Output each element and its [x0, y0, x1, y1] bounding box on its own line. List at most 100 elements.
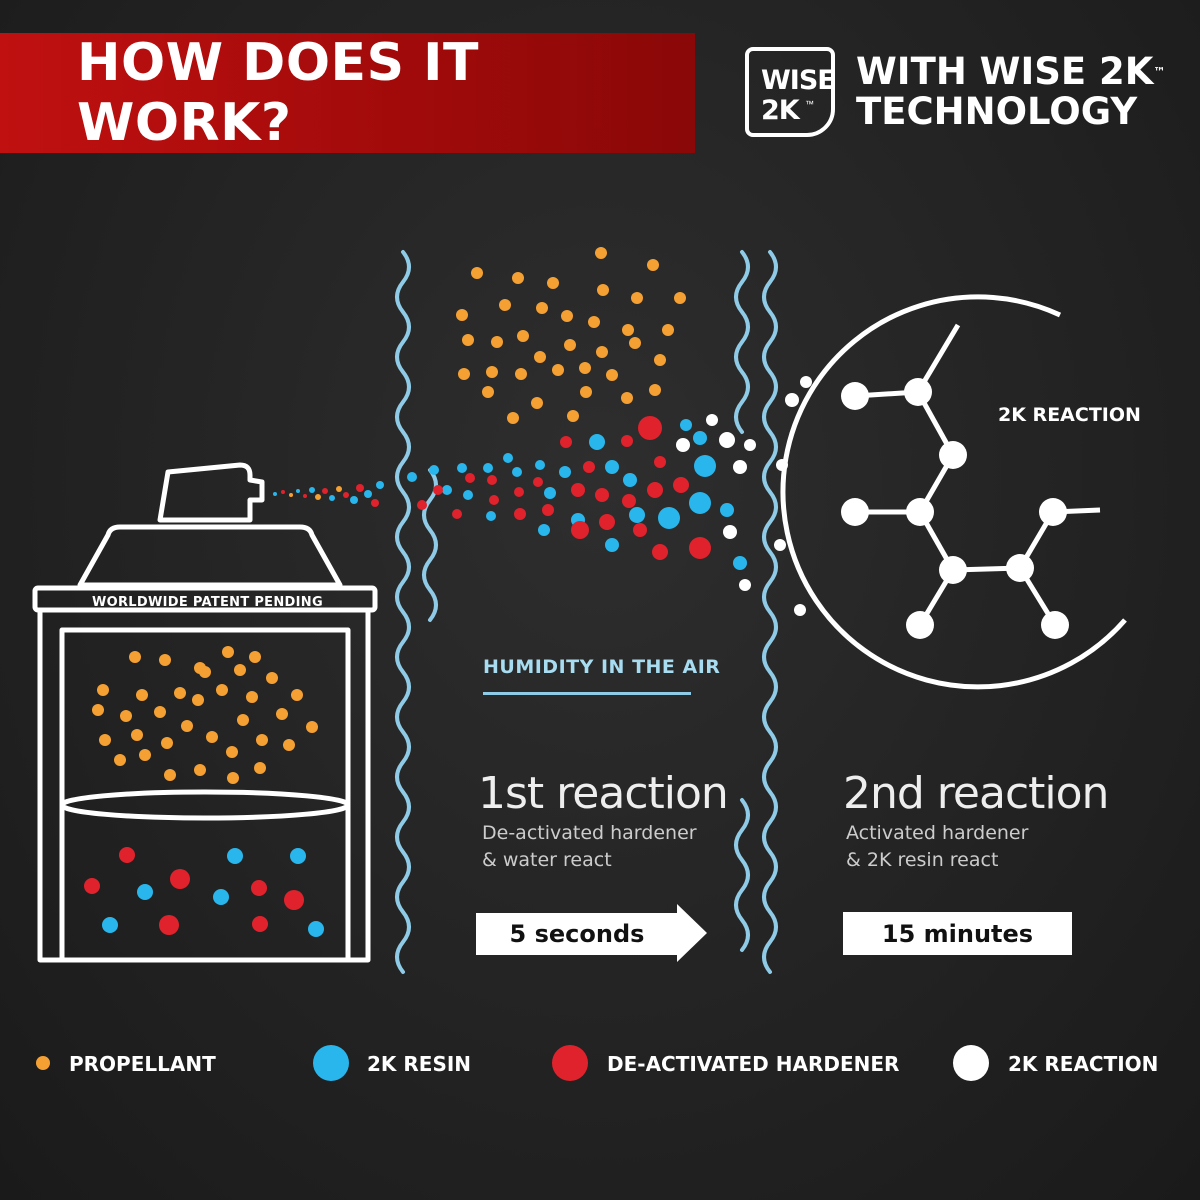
particle [139, 749, 151, 761]
particle [482, 386, 494, 398]
particle [606, 369, 618, 381]
particle [676, 438, 690, 452]
legend-hardener-swatch [552, 1045, 588, 1081]
particle [465, 473, 475, 483]
particle [652, 544, 668, 560]
title-banner: HOW DOES IT WORK? [0, 33, 695, 153]
second-reaction-desc-line-1: Activated hardener [846, 822, 1029, 844]
particle [514, 487, 524, 497]
particle [290, 848, 306, 864]
particle [536, 302, 548, 314]
particle [131, 729, 143, 741]
particle [486, 511, 496, 521]
particle [535, 460, 545, 470]
particle [622, 324, 634, 336]
particle [487, 475, 497, 485]
molecule-atoms [841, 378, 1069, 639]
arrow-right-icon [677, 904, 707, 962]
particle [343, 492, 349, 498]
legend-propellant-swatch [36, 1056, 50, 1070]
particle-field [84, 247, 812, 937]
particle [315, 494, 321, 500]
particle [621, 435, 633, 447]
particle [291, 689, 303, 701]
page-title: HOW DOES IT WORK? [77, 33, 479, 153]
particle [283, 739, 295, 751]
particle [631, 292, 643, 304]
particle [597, 284, 609, 296]
second-reaction-title: 2nd reaction [843, 768, 1109, 819]
particle [226, 746, 238, 758]
particle [120, 710, 132, 722]
technology-heading: WITH WISE 2K™ TECHNOLOGY [856, 52, 1165, 132]
particle [227, 772, 239, 784]
particle [462, 334, 474, 346]
particle [706, 414, 718, 426]
logo-text-2k: 2K [761, 95, 800, 126]
particle [429, 465, 439, 475]
particle [237, 714, 249, 726]
wise-2k-logo: WISE 2K ™ [745, 47, 836, 137]
legend-reaction-label: 2K REACTION [1008, 1052, 1159, 1076]
particle [114, 754, 126, 766]
legend-reaction-swatch [953, 1045, 989, 1081]
particle [515, 368, 527, 380]
particle [102, 917, 118, 933]
particle [583, 461, 595, 473]
legend-resin-label: 2K RESIN [367, 1052, 472, 1076]
particle [206, 731, 218, 743]
particle [595, 488, 609, 502]
particle [512, 272, 524, 284]
particle [129, 651, 141, 663]
second-reaction-desc-line-2: & 2K resin react [846, 849, 999, 871]
particle [194, 764, 206, 776]
particle [417, 500, 427, 510]
particle [483, 463, 493, 473]
particle [542, 504, 554, 516]
particle [199, 666, 211, 678]
particle [596, 346, 608, 358]
particle [534, 351, 546, 363]
particle [588, 316, 600, 328]
particle [654, 354, 666, 366]
particle [458, 368, 470, 380]
particle [719, 432, 735, 448]
particle [633, 523, 647, 537]
particle [544, 487, 556, 499]
particle [794, 604, 806, 616]
particle [693, 431, 707, 445]
particle [662, 324, 674, 336]
legend-hardener-label: DE-ACTIVATED HARDENER [607, 1052, 900, 1076]
particle [739, 579, 751, 591]
logo-text-wise: WISE [761, 65, 836, 96]
particle [227, 848, 243, 864]
particle [164, 769, 176, 781]
particle [251, 880, 267, 896]
particle [564, 339, 576, 351]
particle [503, 453, 513, 463]
particle [689, 537, 711, 559]
first-reaction-title: 1st reaction [478, 768, 729, 819]
particle [800, 376, 812, 388]
particle [159, 654, 171, 666]
molecule-icon [854, 323, 1101, 627]
particle [336, 486, 342, 492]
particle [629, 337, 641, 349]
particle [621, 392, 633, 404]
spray-can-icon [32, 462, 378, 963]
particle [273, 492, 277, 496]
particle [605, 538, 619, 552]
particle [720, 503, 734, 517]
particle [364, 490, 372, 498]
particle [407, 472, 417, 482]
particle [136, 689, 148, 701]
first-reaction-time: 5 seconds [509, 920, 645, 948]
particle [512, 467, 522, 477]
particle [647, 259, 659, 271]
particle [638, 416, 662, 440]
particle [249, 651, 261, 663]
particle [442, 485, 452, 495]
particle [119, 847, 135, 863]
first-reaction-desc-line-1: De-activated hardener [482, 822, 697, 844]
particle [181, 720, 193, 732]
